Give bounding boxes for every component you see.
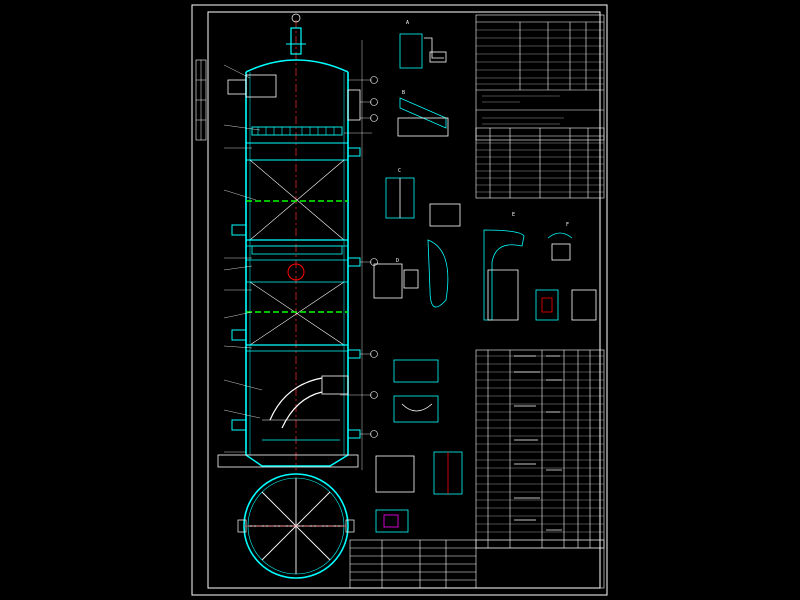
inner-border (207, 11, 601, 589)
detail-b (397, 97, 449, 137)
sheet-frame (191, 4, 608, 596)
detail-j (375, 509, 409, 533)
nozzle-table-rows (476, 142, 604, 193)
left-leaders (223, 64, 263, 453)
top-callout (291, 13, 301, 23)
top-head (245, 59, 349, 73)
tower-vessel (217, 13, 378, 470)
title-block (349, 539, 605, 589)
bottom-head (245, 454, 349, 467)
design-data-rows (476, 29, 604, 125)
gas-inlet-elbow (269, 377, 323, 421)
detail-g (535, 289, 597, 321)
outer-border (191, 4, 608, 596)
right-callouts (370, 76, 378, 438)
manway (287, 263, 305, 281)
top-distributor-box (245, 74, 277, 98)
detail-a (399, 33, 447, 69)
left-nozzles (231, 224, 247, 431)
nozzle-table (475, 127, 605, 199)
detail-views (373, 33, 597, 533)
right-leaders (340, 79, 372, 435)
parts-list-table (475, 349, 605, 549)
detail-e (483, 229, 525, 321)
packed-bed-upper (249, 159, 345, 241)
detail-f (547, 232, 573, 261)
view-label: A (406, 20, 409, 26)
packed-bed-lower (249, 281, 345, 346)
skirt-base (217, 454, 359, 468)
view-labels: A B C D E F (396, 20, 569, 264)
parts-list-rows (476, 355, 604, 541)
detail-h (393, 359, 439, 423)
design-data-table (475, 14, 605, 141)
detail-i (375, 451, 463, 495)
right-nozzles (347, 147, 361, 439)
detail-d (373, 239, 449, 308)
view-label: B (402, 90, 405, 96)
view-label: D (396, 258, 399, 264)
top-nozzle (290, 27, 302, 55)
view-label: E (512, 212, 515, 218)
detail-c (385, 177, 461, 227)
view-label: F (566, 222, 569, 228)
parts-list-text-marks (514, 355, 562, 531)
view-label: C (398, 168, 401, 174)
redistributor (251, 245, 343, 255)
liquid-distributor (251, 126, 343, 136)
plan-view-section (237, 473, 355, 579)
